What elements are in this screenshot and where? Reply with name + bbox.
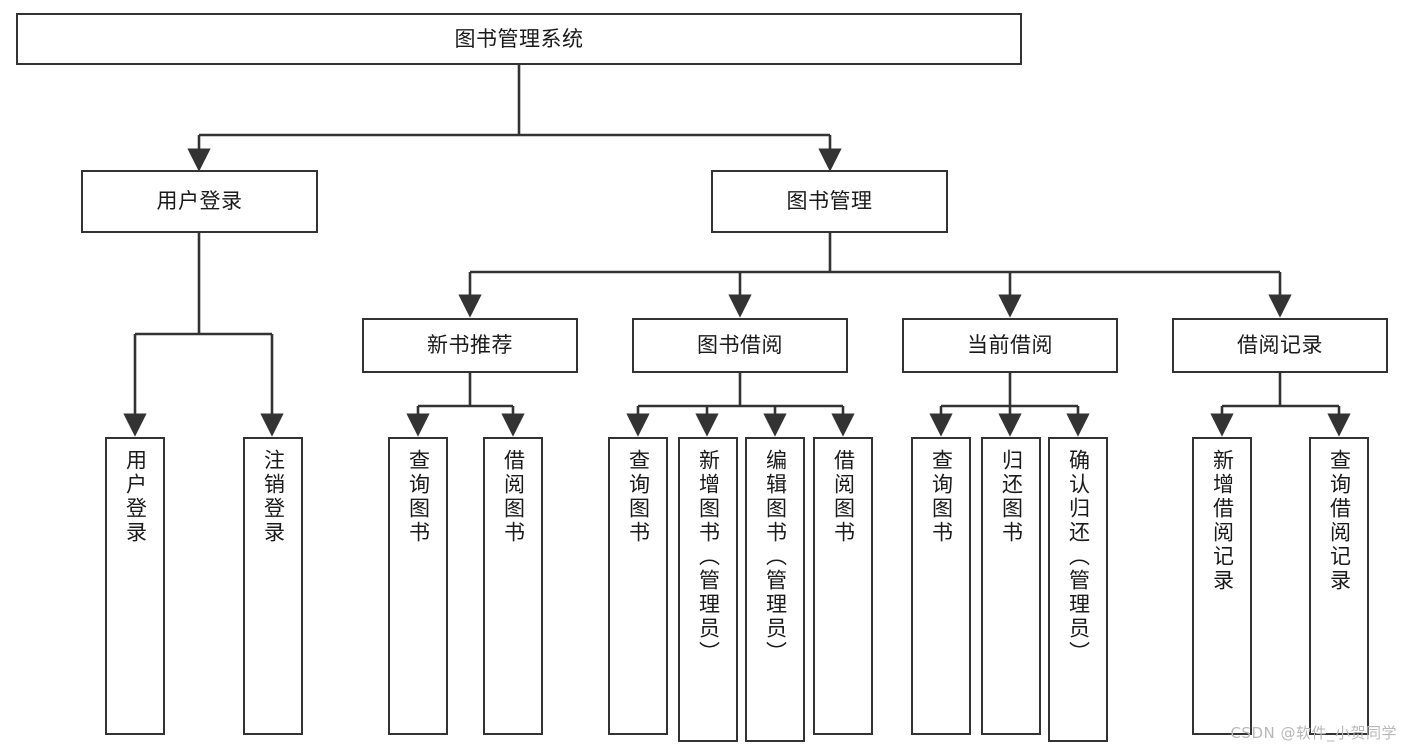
leaf-query-book-recommend-label: 查询图书 <box>406 449 431 545</box>
node-user-login-label: 用户登录 <box>156 189 243 214</box>
node-borrow-record[interactable]: 借阅记录 <box>1172 318 1388 373</box>
leaf-logout-label: 注销登录 <box>261 449 286 545</box>
leaf-confirm-return-admin[interactable]: 确认归还（管理员） <box>1048 437 1108 742</box>
node-book-borrow-label: 图书借阅 <box>697 333 783 358</box>
node-user-login[interactable]: 用户登录 <box>81 170 318 233</box>
leaf-borrow-book-label: 借阅图书 <box>831 449 856 545</box>
leaf-confirm-return-admin-label: 确认归还（管理员） <box>1066 449 1091 665</box>
node-new-book-recommend[interactable]: 新书推荐 <box>362 318 578 373</box>
leaf-query-book-current[interactable]: 查询图书 <box>911 437 971 735</box>
leaf-query-book-recommend[interactable]: 查询图书 <box>388 437 448 735</box>
node-root-label: 图书管理系统 <box>454 26 584 51</box>
leaf-user-login[interactable]: 用户登录 <box>105 437 165 735</box>
leaf-query-borrow-record[interactable]: 查询借阅记录 <box>1309 437 1369 735</box>
node-book-management-label: 图书管理 <box>786 189 873 214</box>
leaf-borrow-book-recommend[interactable]: 借阅图书 <box>483 437 543 735</box>
leaf-return-book[interactable]: 归还图书 <box>981 437 1041 735</box>
node-root[interactable]: 图书管理系统 <box>16 13 1022 65</box>
node-current-borrow-label: 当前借阅 <box>967 333 1053 358</box>
node-new-book-recommend-label: 新书推荐 <box>427 333 513 358</box>
node-current-borrow[interactable]: 当前借阅 <box>902 318 1118 373</box>
leaf-query-borrow-record-label: 查询借阅记录 <box>1327 449 1352 593</box>
leaf-query-book-current-label: 查询图书 <box>929 449 954 545</box>
leaf-logout[interactable]: 注销登录 <box>243 437 303 735</box>
leaf-edit-book-admin[interactable]: 编辑图书（管理员） <box>745 437 805 742</box>
leaf-user-login-label: 用户登录 <box>123 449 148 545</box>
leaf-return-book-label: 归还图书 <box>999 449 1024 545</box>
node-book-borrow[interactable]: 图书借阅 <box>632 318 848 373</box>
leaf-edit-book-admin-label: 编辑图书（管理员） <box>763 449 788 665</box>
leaf-query-book-borrow-label: 查询图书 <box>626 449 651 545</box>
leaf-add-book-admin-label: 新增图书（管理员） <box>696 449 721 665</box>
node-book-management[interactable]: 图书管理 <box>711 170 948 233</box>
leaf-borrow-book-recommend-label: 借阅图书 <box>501 449 526 545</box>
leaf-query-book-borrow[interactable]: 查询图书 <box>608 437 668 735</box>
node-borrow-record-label: 借阅记录 <box>1237 333 1323 358</box>
leaf-add-book-admin[interactable]: 新增图书（管理员） <box>678 437 738 742</box>
leaf-add-borrow-record-label: 新增借阅记录 <box>1210 449 1235 593</box>
leaf-borrow-book[interactable]: 借阅图书 <box>813 437 873 735</box>
leaf-add-borrow-record[interactable]: 新增借阅记录 <box>1192 437 1252 735</box>
